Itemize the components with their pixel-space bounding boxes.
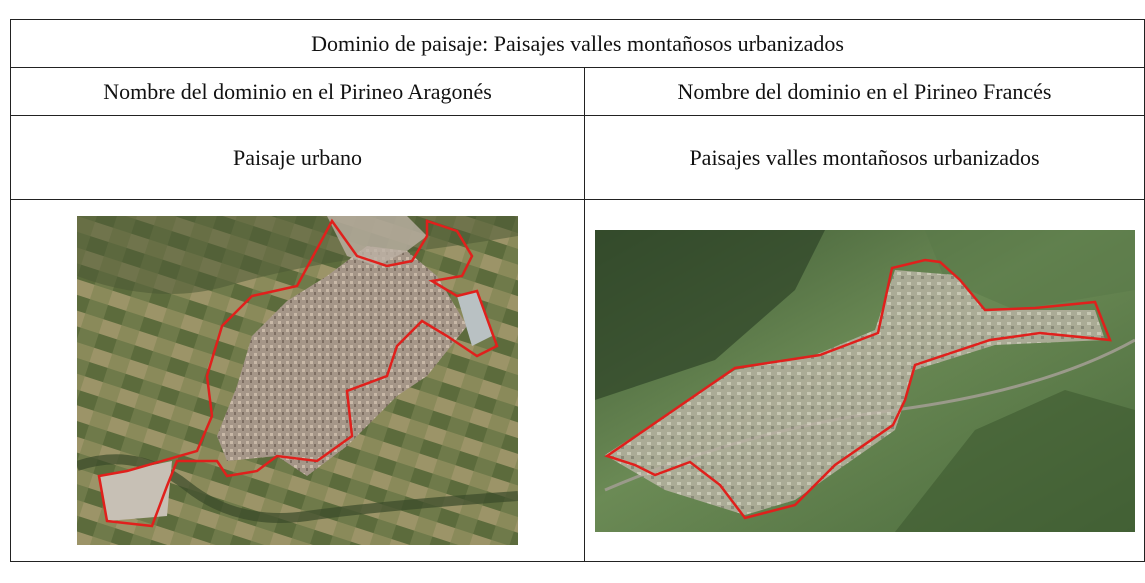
image-cell-frances bbox=[584, 199, 1145, 562]
boundary-outline-frances bbox=[603, 258, 1112, 519]
aerial-map-frances-image bbox=[594, 229, 1135, 532]
aerial-photo-aragones bbox=[77, 216, 518, 545]
boundary-outline-aragones bbox=[97, 218, 499, 528]
name-aragones: Paisaje urbano bbox=[10, 115, 585, 200]
image-cell-aragones bbox=[10, 199, 585, 562]
table-title: Dominio de paisaje: Paisajes valles mont… bbox=[10, 19, 1145, 68]
header-frances: Nombre del dominio en el Pirineo Francés bbox=[584, 67, 1145, 116]
landscape-domain-table: Dominio de paisaje: Paisajes valles mont… bbox=[10, 19, 1145, 562]
header-aragones: Nombre del dominio en el Pirineo Aragoné… bbox=[10, 67, 585, 116]
name-frances: Paisajes valles montañosos urbanizados bbox=[584, 115, 1145, 200]
aerial-photo-frances bbox=[594, 229, 1135, 532]
aerial-map-aragones-image bbox=[77, 216, 518, 545]
